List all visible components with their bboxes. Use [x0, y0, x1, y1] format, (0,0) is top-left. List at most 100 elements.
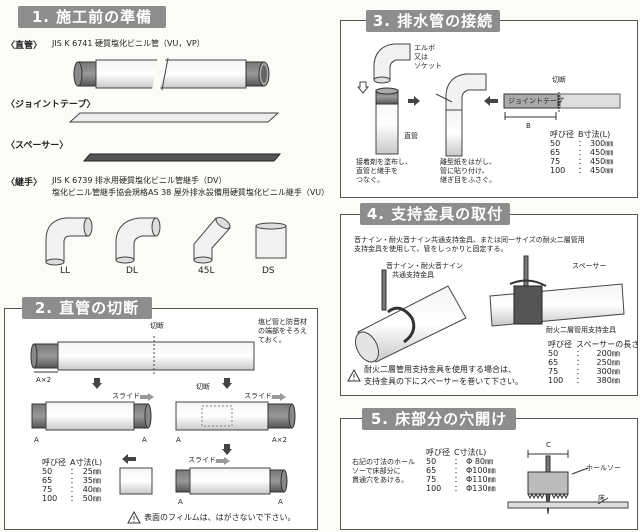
sec3-elbow-label-3: ソケット — [414, 62, 442, 70]
sec3-elbow-label-1: エルボ — [414, 44, 435, 52]
sec2-a-label-5: A — [278, 498, 283, 506]
table-row: 65：450㎜ — [550, 148, 614, 157]
joint-tape-header: 〈ジョイントテープ〉 — [6, 100, 96, 110]
fitting-dl-drawing — [115, 217, 161, 264]
sec3-tape-strip — [503, 92, 621, 112]
sec2-a-label-4: A — [178, 498, 183, 506]
sec2-cut-label-2: 切断 — [196, 383, 210, 391]
sec2-arrow-down-1 — [92, 378, 102, 389]
table-row: 65：250㎜ — [548, 358, 620, 367]
table-row: 50：300㎜ — [550, 139, 614, 148]
sec3-vertical-pipe — [375, 87, 399, 155]
sec3-desc2-2: 管に貼り付け、 — [440, 167, 489, 175]
straight-pipe-drawing — [73, 57, 270, 91]
sec3-desc2-1: 離型紙をはがし、 — [440, 158, 496, 166]
fitting-45l-drawing — [193, 216, 231, 264]
sec2-arrow-left — [122, 454, 136, 464]
sec2-slide-1: スライド — [112, 392, 140, 400]
sec4-pipe-left — [355, 269, 467, 363]
sec2-th-dim: A寸法(L) — [70, 458, 103, 467]
sec4-bracket-label-3: 耐火二層管用支持金具 — [546, 326, 616, 334]
sec5-holesaw-drawing — [507, 450, 629, 515]
fitting-ll-label: LL — [60, 266, 71, 276]
sec2-arrow-down-2 — [222, 378, 232, 389]
warning-icon: ! — [127, 510, 141, 524]
sec2-note-3: ておく。 — [258, 336, 286, 344]
table-row: 75：40㎜ — [42, 485, 101, 494]
sec3-cut-label: 切断 — [552, 76, 566, 84]
sec4-intro-2: 支持金具を使用して、管をしっかりと固定する。 — [354, 245, 508, 253]
table-row: 75：450㎜ — [550, 157, 614, 166]
sec3-straight-label: 直管 — [404, 132, 418, 140]
fitting-desc1: JIS K 6739 排水用硬質塩化ビニル管継手（DV） — [52, 176, 227, 185]
sec5-desc-3: 貫通穴をあける。 — [352, 476, 408, 484]
sec2-slide-3: スライド — [188, 456, 216, 464]
sec3-arrow-right-1 — [408, 96, 420, 106]
sec3-arrow-down — [356, 81, 370, 94]
sec3-assembled — [435, 73, 487, 157]
sec4-th-dim: スペーサーの長さ — [576, 340, 640, 349]
fitting-header: 〈継手〉 — [6, 178, 43, 188]
sec4-title: 4. 支持金具の取付 — [360, 203, 510, 225]
sec5-th-size: 呼び径 — [426, 448, 450, 457]
sec5-spec-table: 呼び径 C寸法(L) 50：Φ 80㎜ 65：Φ100㎜ 75：Φ110㎜ 100… — [424, 448, 498, 493]
fitting-desc2: 塩化ビニル管継手協会規格AS 38 屋外排水設備用硬質塩化ビニル継手（VU） — [52, 188, 330, 197]
sec3-elbow — [373, 43, 411, 84]
sec2-slide-arrow-3 — [216, 457, 230, 465]
sec3-spec-table: 呼び径 B寸法(L) 50：300㎜ 65：450㎜ 75：450㎜ 100：45… — [548, 130, 615, 175]
warning-icon: ! — [347, 368, 361, 382]
sec3-desc1-2: 直管と継手を — [356, 167, 398, 175]
sec2-note-2: の端部をそろえ — [258, 327, 307, 335]
sec4-warning-1: 耐火二層管用支持金具を使用する場合は、 — [364, 365, 516, 374]
table-row: 100：50㎜ — [42, 494, 101, 503]
fitting-45l-label: 45L — [198, 266, 215, 276]
sec3-th-size: 呼び径 — [550, 130, 574, 139]
sec4-intro-1: 音ナイン・耐火音ナイン共通支持金具、または同一サイズの耐火二層管用 — [354, 236, 585, 244]
sec3-desc1-3: つなぐ。 — [356, 176, 384, 184]
table-row: 50：25㎜ — [42, 467, 101, 476]
sec3-desc2-3: 継ぎ目をふさぐ。 — [440, 176, 496, 184]
sec5-desc-2: ソーで床部分に — [352, 467, 401, 475]
table-row: 75：300㎜ — [548, 367, 620, 376]
sec5-th-dim: C寸法(L) — [454, 448, 487, 457]
fitting-ds-drawing — [255, 222, 287, 259]
sec3-arrow-left — [484, 96, 498, 106]
sec5-floor-label: 床 — [598, 494, 605, 502]
sec4-bracket-label-2: 共通支持金具 — [392, 271, 434, 279]
sec2-arrow-down-3 — [222, 444, 232, 455]
spacer-header: 〈スペーサー〉 — [6, 141, 69, 151]
sec1-title: 1. 施工前の準備 — [18, 6, 166, 28]
sec2-ax2-label-2: A×2 — [272, 436, 288, 444]
sec4-spacer-label: スペーサー — [572, 262, 607, 270]
fitting-ds-label: DS — [262, 266, 275, 276]
sec2-cut-label: 切断 — [150, 322, 164, 330]
spacer-drawing — [82, 153, 282, 162]
sec2-cut-pipe-right — [175, 401, 296, 431]
sec2-final-pipe — [175, 467, 288, 495]
sec5-holesaw-label: ホールソー — [586, 464, 621, 472]
sec4-th-size: 呼び径 — [548, 340, 572, 349]
sec2-slide-arrow-1 — [140, 393, 154, 401]
sec2-ax2-label-1: A×2 — [36, 376, 52, 384]
sec3-th-dim: B寸法(L) — [578, 130, 611, 139]
table-row: 50：Φ 80㎜ — [426, 457, 494, 466]
sec2-slide-2: スライド — [244, 392, 272, 400]
table-row: 75：Φ110㎜ — [426, 475, 496, 484]
sec2-th-size: 呼び径 — [42, 458, 66, 467]
table-row: 50：200㎜ — [548, 349, 620, 358]
sec2-a-label-3: A — [176, 436, 181, 444]
table-row: 100：Φ130㎜ — [426, 484, 496, 493]
sec5-desc-1: 右記の寸法のホール — [352, 458, 415, 466]
sec2-note-1: 塩ビ管と防音材 — [258, 318, 307, 326]
table-row: 100：380㎜ — [548, 376, 620, 385]
sec2-a-label-2: A — [142, 436, 147, 444]
straight-pipe-header: 〈直管〉 — [6, 41, 43, 51]
sec3-title: 3. 排水管の接続 — [366, 10, 500, 32]
sec3-b-label: B — [526, 122, 531, 130]
table-row: 65：Φ100㎜ — [426, 466, 496, 475]
joint-tape-drawing — [68, 112, 280, 123]
fitting-ll-drawing — [45, 217, 93, 266]
table-row: 100：450㎜ — [550, 166, 614, 175]
sec5-c-label: C — [546, 441, 551, 449]
table-row: 65：35㎜ — [42, 476, 101, 485]
